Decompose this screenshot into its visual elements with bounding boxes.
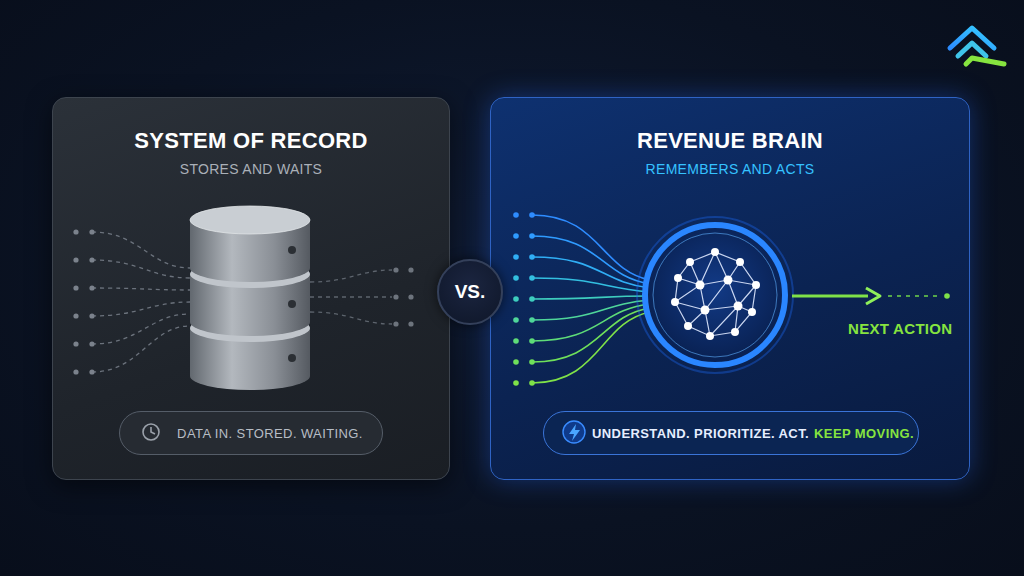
action-label: NEXT ACTION [848, 320, 952, 337]
panel-title: SYSTEM OF RECORD [53, 128, 449, 154]
status-pill: UNDERSTAND. PRIORITIZE. ACT. KEEP MOVING. [543, 411, 919, 455]
versus-badge: VS. [437, 259, 503, 325]
panel-subtitle: REMEMBERS AND ACTS [491, 160, 969, 178]
panel-title: REVENUE BRAIN [491, 128, 969, 154]
logo-mark [950, 28, 1004, 64]
status-pill: DATA IN. STORED. WAITING. [119, 411, 383, 455]
pill-highlight: KEEP MOVING. [814, 426, 914, 441]
versus-text: VS. [455, 281, 486, 303]
brain-panel: REVENUE BRAIN REMEMBERS AND ACTS UNDERSTAN… [490, 97, 970, 480]
panel-subtitle: STORES AND WAITS [53, 160, 449, 178]
system-panel: SYSTEM OF RECORD STORES AND WAITS DATA IN.… [52, 97, 450, 480]
pill-text: DATA IN. STORED. WAITING. [177, 426, 363, 441]
pill-text: UNDERSTAND. PRIORITIZE. ACT. [592, 426, 809, 441]
